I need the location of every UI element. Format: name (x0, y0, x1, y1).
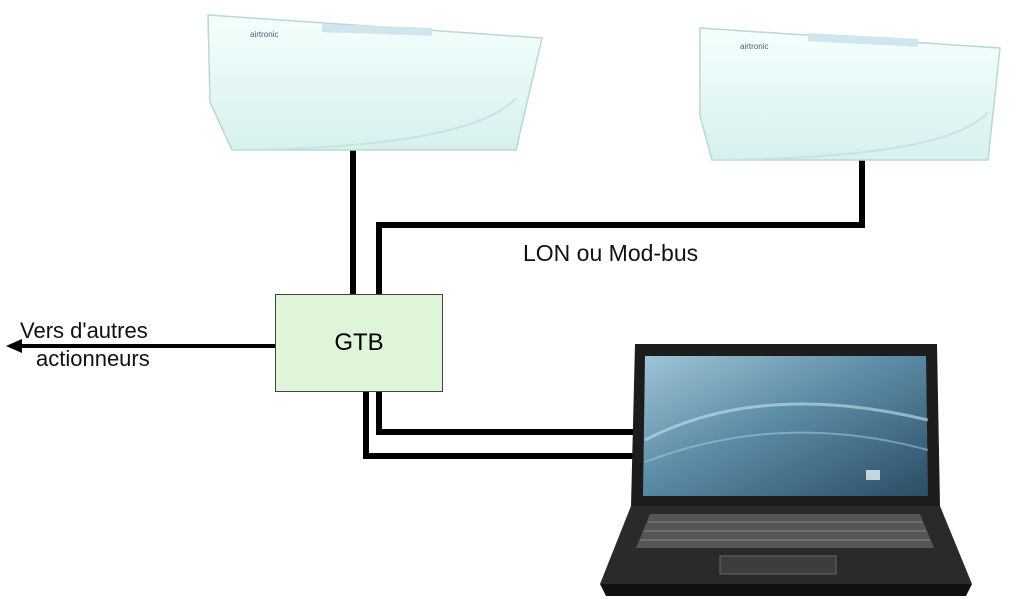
air-curtain-unit-left: airtronic (207, 14, 543, 151)
actuators-label-line1: Vers d'autres (20, 318, 148, 343)
bus-label: LON ou Mod-bus (523, 240, 699, 266)
gtb-label: GTB (334, 329, 384, 356)
wire-bus-unit2-to-gtb (376, 150, 865, 296)
gtb-box: GTB (275, 294, 443, 392)
wires (350, 138, 865, 459)
svg-text:airtronic: airtronic (250, 30, 278, 39)
arrow-to-actuators (6, 339, 275, 353)
air-curtain-unit-right: airtronic (699, 27, 1001, 161)
svg-text:airtronic: airtronic (740, 42, 768, 51)
actuators-label-line2: actionneurs (36, 346, 150, 371)
laptop (600, 344, 972, 596)
wire-gtb-to-laptop-lower (363, 392, 637, 459)
wire-gtb-to-laptop-upper (376, 392, 637, 435)
